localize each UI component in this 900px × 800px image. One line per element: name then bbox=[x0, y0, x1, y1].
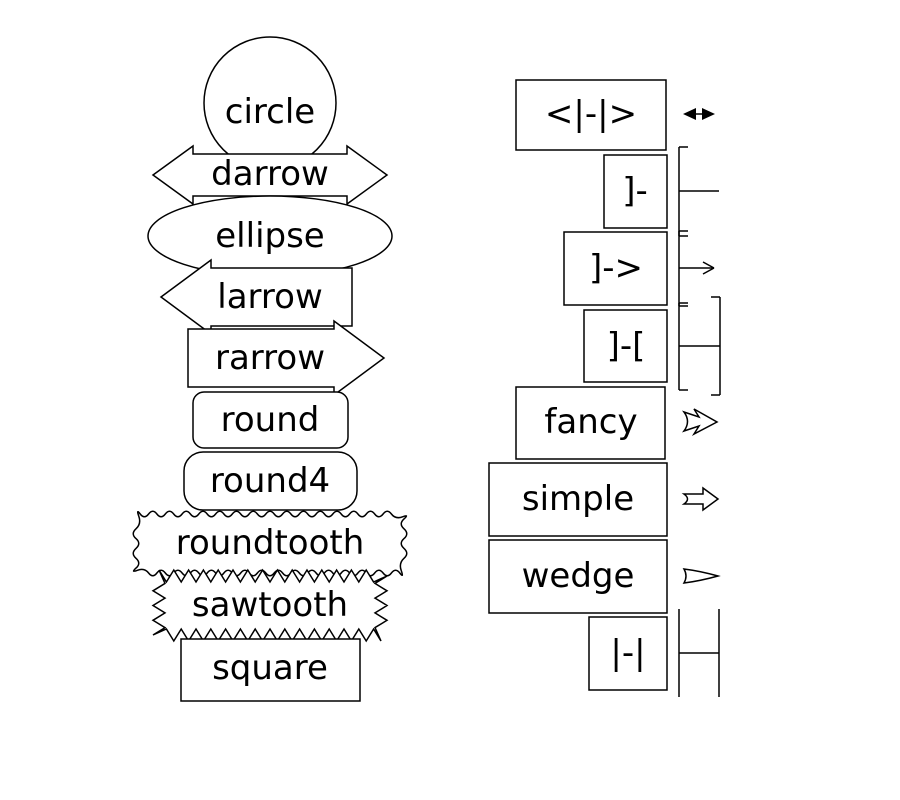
darrow-boxstyle-shape bbox=[151, 144, 389, 206]
bracket-start-arrow-icon bbox=[678, 230, 715, 307]
bar-both-ends-icon bbox=[678, 609, 720, 697]
arrowstyle-label-7: |-| bbox=[610, 633, 646, 673]
round-boxstyle-shape bbox=[192, 391, 349, 449]
boxstyle-label-round: round bbox=[220, 400, 320, 440]
bracket-start-icon bbox=[678, 146, 719, 237]
boxstyle-label-square: square bbox=[212, 648, 328, 688]
boxstyle-label-ellipse: ellipse bbox=[215, 216, 325, 256]
arrowstyle-box-0 bbox=[515, 79, 667, 151]
arrowstyle-box-4 bbox=[515, 386, 666, 460]
arrowstyle-label-3: ]-[ bbox=[606, 326, 646, 366]
boxstyle-label-larrow: larrow bbox=[217, 277, 323, 317]
arrowstyle-label-1: ]- bbox=[622, 171, 648, 211]
boxstyle-label-round4: round4 bbox=[209, 461, 331, 501]
arrowstyle-label-4: fancy bbox=[544, 402, 638, 442]
boxstyle-label-circle: circle bbox=[224, 92, 316, 132]
arrowstyle-label-0: <|-|> bbox=[544, 94, 638, 134]
arrowstyle-label-6: wedge bbox=[521, 556, 635, 596]
rarrow-boxstyle-shape bbox=[187, 319, 386, 397]
arrowstyle-box-2 bbox=[563, 231, 668, 306]
fancy-arrow-icon bbox=[681, 408, 719, 436]
roundtooth-boxstyle-shape bbox=[132, 510, 408, 577]
square-boxstyle-shape bbox=[180, 638, 361, 702]
sawtooth-boxstyle-shape bbox=[151, 568, 389, 643]
arrowstyle-box-6 bbox=[488, 539, 668, 614]
arrowstyle-label-5: simple bbox=[521, 479, 635, 519]
round4-boxstyle-shape bbox=[183, 451, 358, 511]
simple-arrow-icon bbox=[681, 486, 720, 512]
bracket-both-ends-icon bbox=[678, 296, 721, 396]
arrowstyle-label-2: ]-> bbox=[588, 248, 644, 288]
boxstyle-label-roundtooth: roundtooth bbox=[175, 523, 365, 563]
boxstyle-label-rarrow: rarrow bbox=[214, 338, 326, 378]
arrowstyle-box-7 bbox=[588, 616, 668, 691]
arrowstyle-box-3 bbox=[583, 309, 668, 383]
boxstyle-label-darrow: darrow bbox=[211, 154, 329, 194]
arrowstyle-box-5 bbox=[488, 462, 668, 537]
boxstyle-label-sawtooth: sawtooth bbox=[191, 585, 349, 625]
arrowstyle-box-1 bbox=[603, 154, 668, 229]
wedge-arrow-icon bbox=[682, 568, 721, 584]
double-filled-head-arrow-icon bbox=[683, 108, 715, 120]
